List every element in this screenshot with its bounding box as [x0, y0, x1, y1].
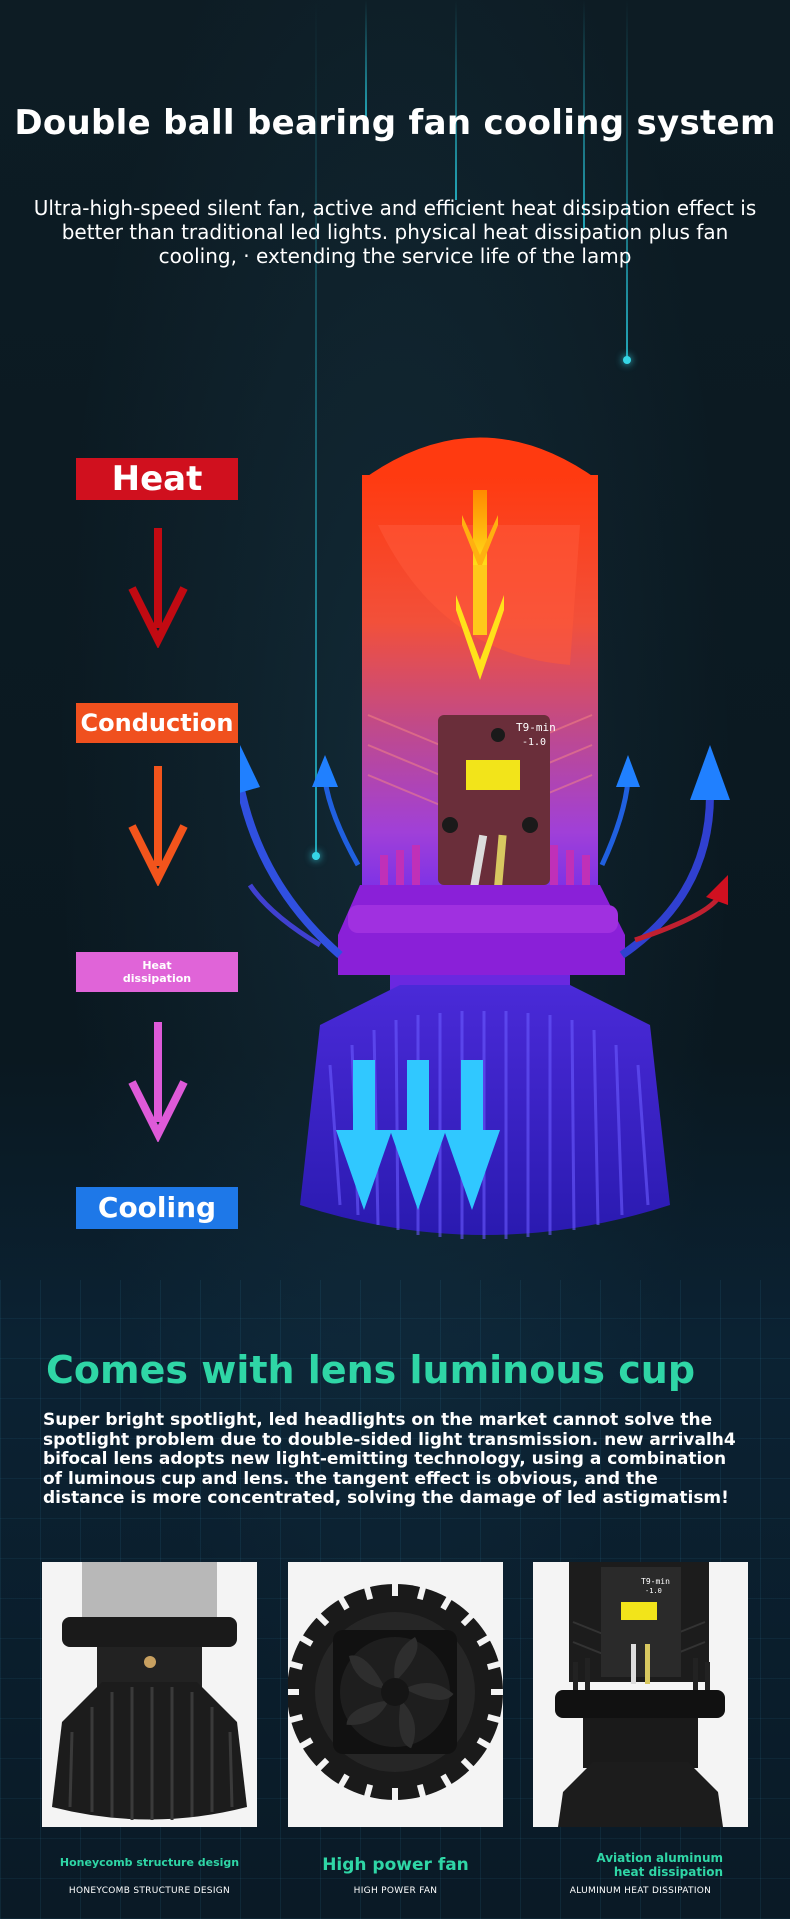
headlight-bulb-illustration: T9-min -1.0 [240, 437, 730, 1239]
page-title: Double ball bearing fan cooling system [14, 103, 776, 143]
page-subtitle: Ultra-high-speed silent fan, active and … [33, 196, 757, 268]
hanging-line [365, 0, 367, 120]
stage-heat-dissipation-label: Heat dissipation [76, 952, 238, 992]
cooling-fan-icon [288, 1582, 503, 1802]
feature-subcaption-fan: HIGH POWER FAN [353, 1886, 438, 1896]
feature-caption-honeycomb: Honeycomb structure design [59, 1856, 240, 1869]
hanging-line-dot [312, 852, 320, 860]
arrow-down-icon [128, 1022, 188, 1142]
section-body-lens-cup: Super bright spotlight, led headlights o… [43, 1410, 736, 1508]
feature-image-fan [288, 1562, 503, 1827]
hanging-line-dot [623, 356, 631, 364]
stage-cooling-label: Cooling [76, 1187, 238, 1229]
section-title-lens-cup: Comes with lens luminous cup [46, 1348, 696, 1392]
chip-sublabel: -1.0 [645, 1587, 662, 1595]
aluminum-heatsink-icon: T9-min -1.0 [555, 1562, 725, 1827]
stage-conduction-label: Conduction [76, 703, 238, 743]
hanging-line [626, 0, 628, 360]
stage-heat-label: Heat [76, 458, 238, 500]
feature-caption-fan: High power fan [322, 1855, 469, 1875]
hanging-line [315, 0, 317, 860]
feature-image-honeycomb [42, 1562, 257, 1827]
hanging-line [583, 0, 585, 230]
chip-label: T9-min [641, 1577, 670, 1586]
hanging-line [455, 0, 457, 200]
feature-caption-aluminum: Aviation aluminum heat dissipation [596, 1851, 723, 1879]
honeycomb-heatsink-icon [52, 1562, 247, 1820]
feature-subcaption-honeycomb: HONEYCOMB STRUCTURE DESIGN [68, 1886, 231, 1896]
arrow-down-icon [128, 528, 188, 648]
chip-label: T9-min [516, 721, 556, 734]
arrow-down-icon [128, 766, 188, 886]
feature-subcaption-aluminum: ALUMINUM HEAT DISSIPATION [569, 1886, 712, 1896]
feature-image-aluminum: T9-min -1.0 [533, 1562, 748, 1827]
chip-sublabel: -1.0 [522, 737, 546, 748]
